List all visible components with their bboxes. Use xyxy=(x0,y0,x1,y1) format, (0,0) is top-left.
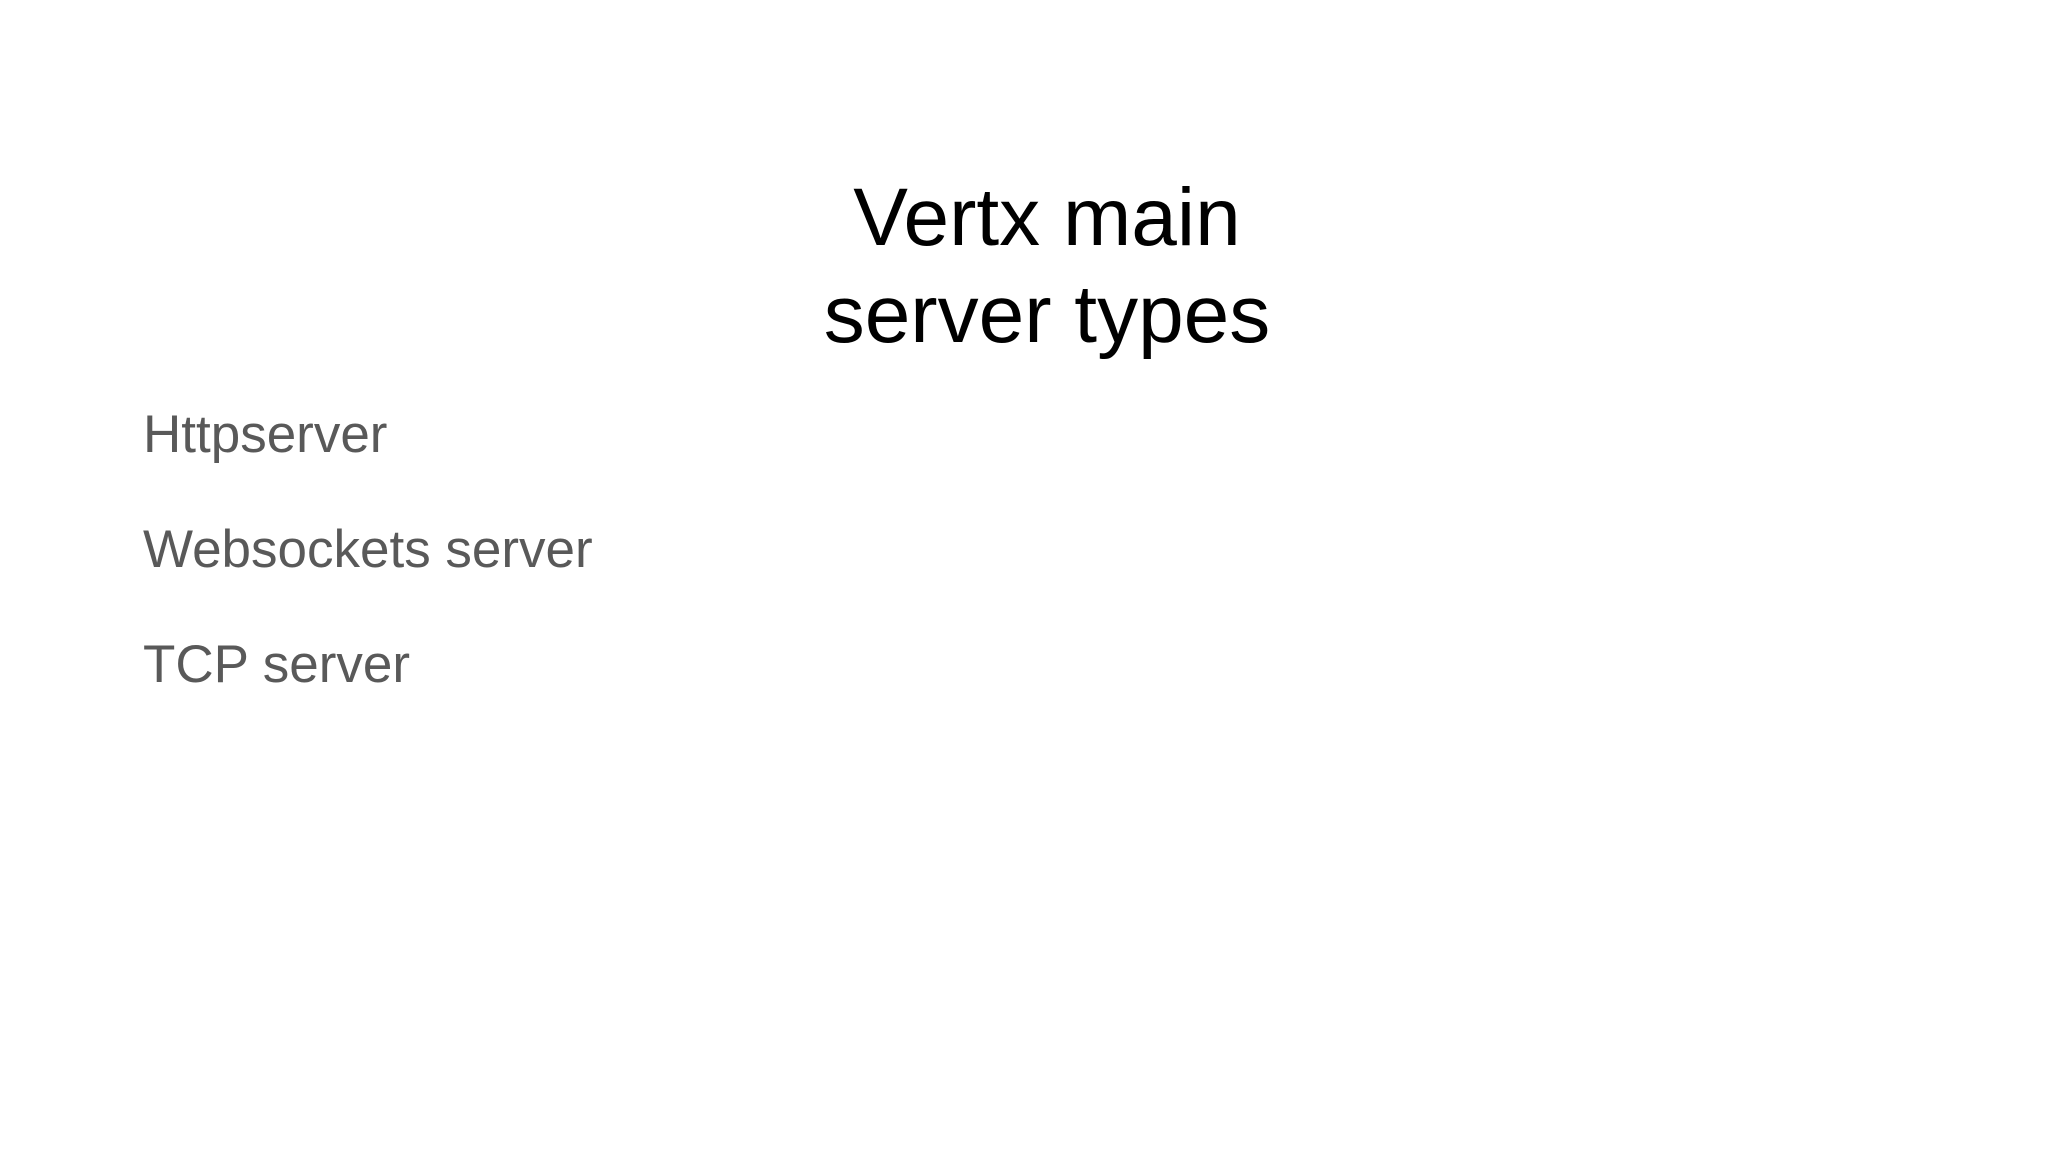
slide-title-line-1: Vertx main xyxy=(853,171,1241,263)
list-item-tcp-server: TCP server xyxy=(143,635,411,694)
server-types-list: Httpserver Websockets server TCP server xyxy=(143,408,593,691)
slide-title: Vertx main server types xyxy=(824,169,1271,363)
slide-title-line-2: server types xyxy=(823,268,1271,360)
list-item-httpserver: Httpserver xyxy=(143,405,388,464)
list-item-websockets-server: Websockets server xyxy=(143,520,593,579)
